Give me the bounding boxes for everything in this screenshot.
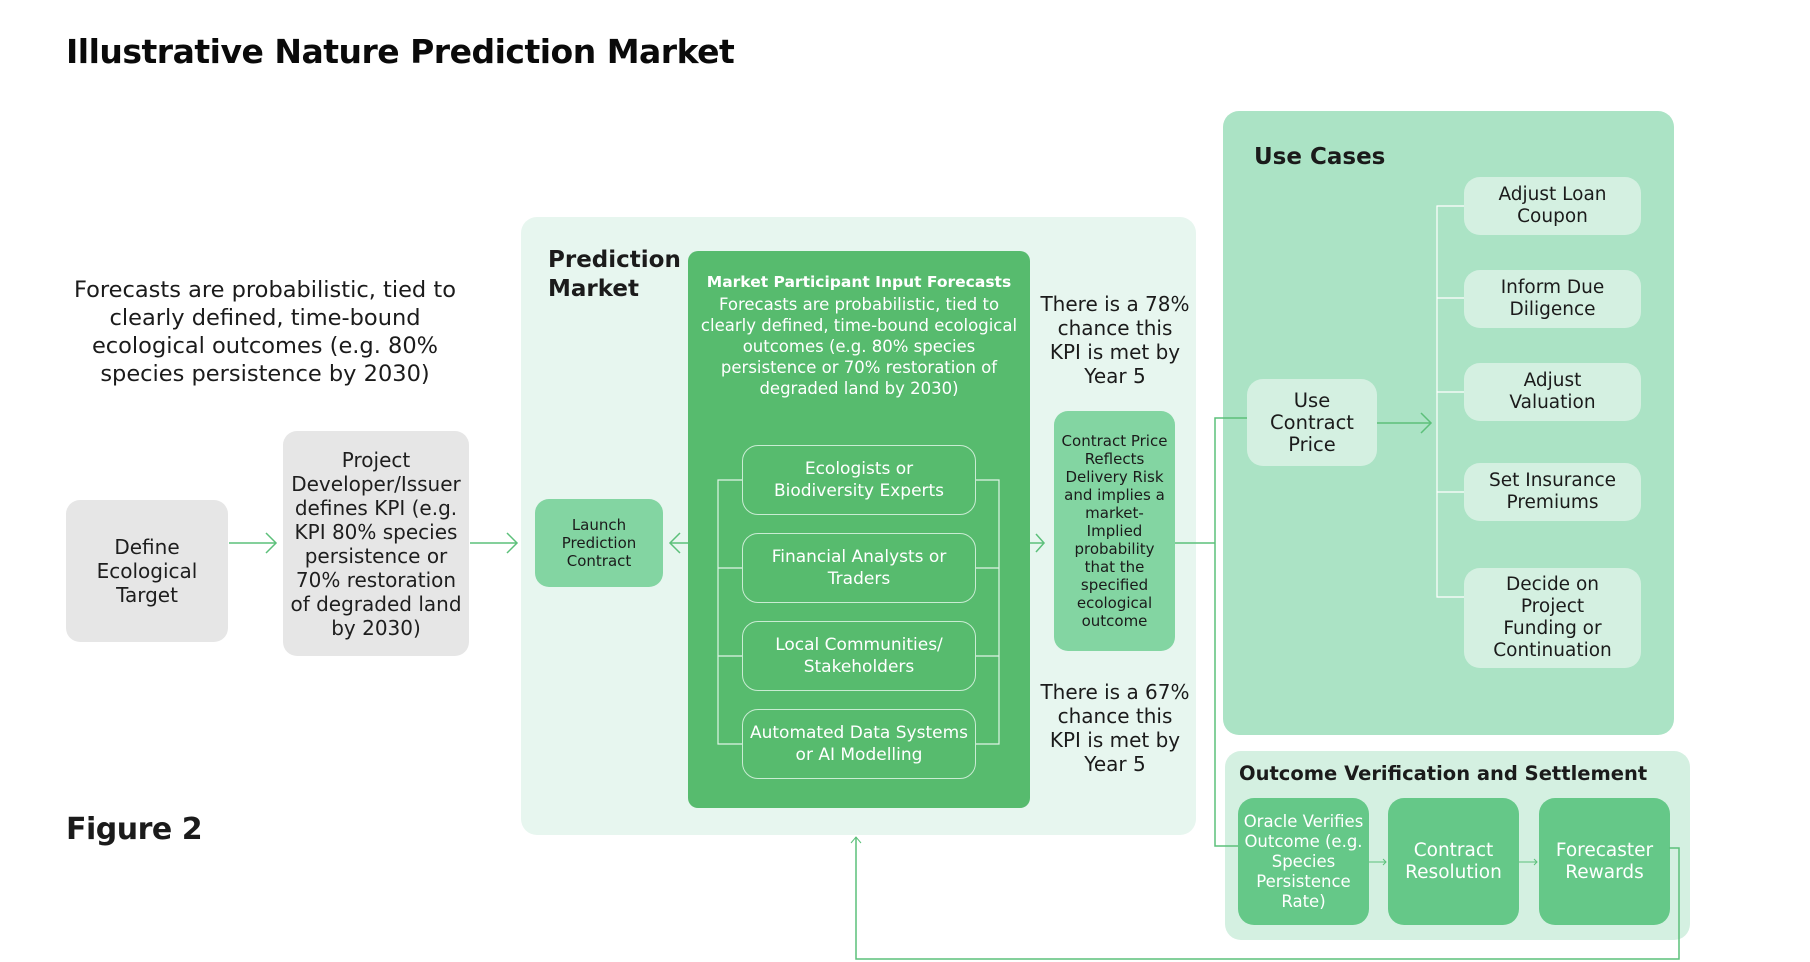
use-case-tree: [1436, 205, 1464, 598]
arrowhead-icon: [1035, 533, 1046, 553]
forecaster-rewards-box: Forecaster Rewards: [1539, 798, 1670, 925]
participant-forecasts-description: Forecasts are probabilistic, tied to cle…: [700, 295, 1018, 398]
arrowhead-icon: [1420, 412, 1433, 434]
define-target-box: Define Ecological Target: [66, 500, 228, 642]
contract-resolution-label: Contract Resolution: [1405, 839, 1502, 883]
prediction-market-title: Prediction Market: [548, 246, 681, 304]
use-case-label: Inform Due Diligence: [1500, 277, 1605, 320]
participant-label: Automated Data Systems or AI Modelling: [749, 723, 968, 765]
use-contract-price-label: Use Contract Price: [1270, 388, 1354, 456]
arrowhead-icon: [1533, 858, 1538, 866]
participant-label: Financial Analysts or Traders: [771, 547, 947, 589]
chance-lower-text: There is a 67% chance this KPI is met by…: [1040, 680, 1190, 776]
contract-resolution-box: Contract Resolution: [1388, 798, 1519, 925]
arrowhead-icon: [850, 836, 862, 844]
use-case-label: Set Insurance Premiums: [1488, 470, 1617, 513]
contract-price-label: Contract Price Reflects Delivery Risk an…: [1061, 432, 1168, 630]
participant-forecasts-heading: Market Participant Input Forecasts: [706, 273, 1012, 291]
use-case-adjust-loan-coupon: Adjust Loan Coupon: [1464, 177, 1641, 235]
use-cases-title: Use Cases: [1254, 144, 1386, 170]
use-case-set-insurance-premiums: Set Insurance Premiums: [1464, 463, 1641, 521]
launch-contract-box: Launch Prediction Contract: [535, 499, 663, 587]
prediction-market-title-text: Prediction Market: [548, 247, 681, 302]
participant-label: Ecologists or Biodiversity Experts: [773, 459, 945, 501]
use-case-label: Adjust Loan Coupon: [1498, 184, 1607, 227]
use-case-decide-project-funding: Decide on Project Funding or Continuatio…: [1464, 568, 1641, 668]
participant-ecologists: Ecologists or Biodiversity Experts: [742, 445, 976, 515]
define-target-label: Define Ecological Target: [96, 535, 198, 607]
participant-financial-analysts: Financial Analysts or Traders: [742, 533, 976, 603]
participant-local-communities: Local Communities/ Stakeholders: [742, 621, 976, 691]
intro-note: Forecasts are probabilistic, tied to cle…: [74, 277, 456, 387]
use-case-inform-due-diligence: Inform Due Diligence: [1464, 270, 1641, 328]
use-contract-price-box: Use Contract Price: [1247, 379, 1377, 466]
outcome-verification-title: Outcome Verification and Settlement: [1239, 762, 1648, 785]
project-developer-box: Project Developer/Issuer defines KPI (e.…: [283, 431, 469, 656]
arrowhead-icon: [265, 532, 278, 554]
use-case-label: Decide on Project Funding or Continuatio…: [1493, 574, 1612, 661]
arrowhead-icon: [1382, 858, 1387, 866]
contract-price-box: Contract Price Reflects Delivery Risk an…: [1054, 411, 1175, 651]
participant-automated-data: Automated Data Systems or AI Modelling: [742, 709, 976, 779]
launch-contract-label: Launch Prediction Contract: [561, 516, 637, 570]
participant-bracket-right: [976, 479, 1000, 745]
arrowhead-icon: [668, 532, 681, 554]
chance-upper-text: There is a 78% chance this KPI is met by…: [1040, 292, 1190, 388]
arrowhead-icon: [506, 532, 519, 554]
figure-label: Figure 2: [66, 812, 203, 847]
forecaster-rewards-label: Forecaster Rewards: [1555, 839, 1654, 883]
use-case-label: Adjust Valuation: [1509, 370, 1596, 413]
diagram-title: Illustrative Nature Prediction Market: [66, 32, 735, 71]
participant-bracket-left: [717, 479, 742, 745]
participant-label: Local Communities/ Stakeholders: [775, 635, 943, 677]
project-developer-label: Project Developer/Issuer defines KPI (e.…: [290, 447, 462, 640]
feedback-loop-line: [855, 837, 1680, 960]
connector-to-usecases-and-oracle: [1214, 417, 1247, 847]
use-case-adjust-valuation: Adjust Valuation: [1464, 363, 1641, 421]
oracle-verifies-box: Oracle Verifies Outcome (e.g. Species Pe…: [1238, 798, 1369, 925]
oracle-verifies-label: Oracle Verifies Outcome (e.g. Species Pe…: [1243, 811, 1364, 911]
